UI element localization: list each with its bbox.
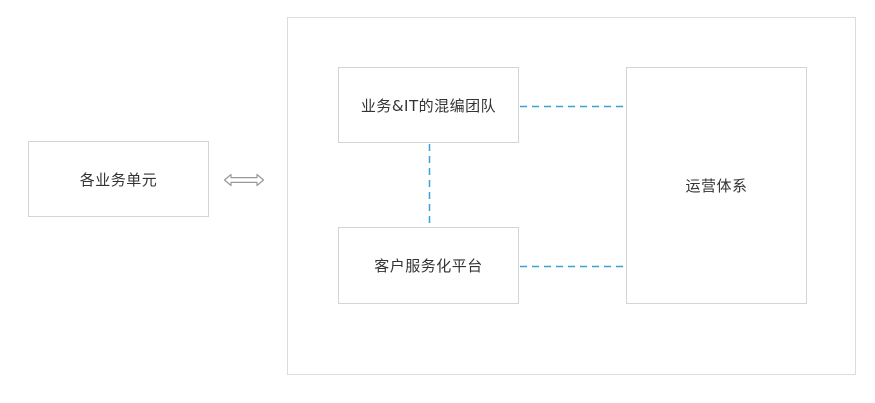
bidirectional-arrow-icon	[223, 173, 265, 187]
operations-label: 运营体系	[685, 177, 748, 195]
operations-box: 运营体系	[626, 67, 807, 304]
business-units-box: 各业务单元	[28, 141, 209, 217]
platform-box: 客户服务化平台	[338, 227, 519, 304]
team-label: 业务&IT的混编团队	[360, 96, 497, 115]
team-box: 业务&IT的混编团队	[338, 67, 519, 143]
business-units-label: 各业务单元	[79, 170, 158, 189]
platform-label: 客户服务化平台	[374, 257, 483, 275]
